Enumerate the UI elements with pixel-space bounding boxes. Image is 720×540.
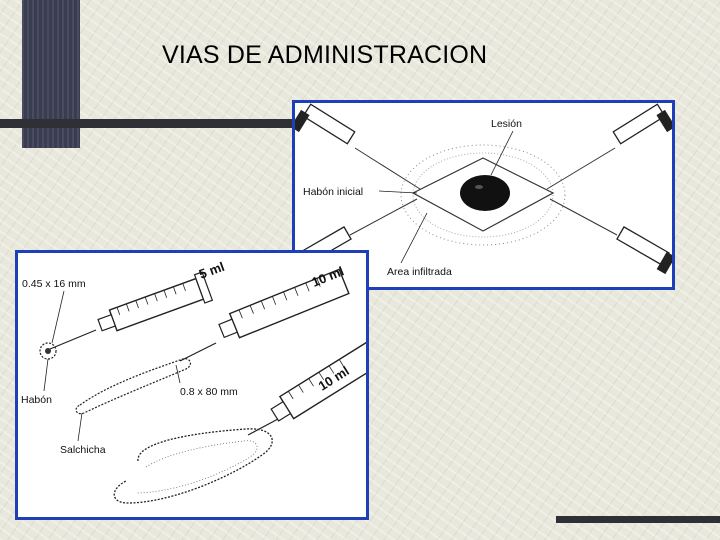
- label-area-infiltrada: Area infiltrada: [387, 266, 452, 278]
- label-habon-inicial: Habón inicial: [303, 186, 363, 198]
- label-needle-small: 0.45 x 16 mm: [22, 278, 86, 290]
- sausage-illustration: 5 ml 10 ml: [21, 259, 366, 504]
- label-lesion: Lesión: [491, 118, 522, 130]
- decorative-bar-top: [0, 119, 300, 128]
- figure-infiltration: Lesión Habón inicial Area infiltrada: [292, 100, 675, 290]
- label-5ml: 5 ml: [197, 259, 227, 282]
- lesion-mark: [460, 175, 510, 211]
- figure-sausage-technique: 5 ml 10 ml: [15, 250, 369, 520]
- slide-title: VIAS DE ADMINISTRACION: [162, 41, 488, 69]
- syringe-10ml-upper: [179, 268, 350, 362]
- label-salchicha: Salchicha: [60, 444, 106, 456]
- sausage-small: [75, 358, 192, 415]
- syringe-bottom-right: [549, 198, 672, 275]
- syringe-top-right: [546, 103, 672, 190]
- sausage-large: [113, 428, 273, 504]
- label-habon: Habón: [21, 394, 52, 406]
- syringe-10ml-lower: [247, 340, 366, 436]
- label-needle-large: 0.8 x 80 mm: [180, 386, 238, 398]
- infiltration-illustration: Lesión Habón inicial Area infiltrada: [295, 103, 672, 278]
- decorative-bar-bottom: [556, 516, 720, 523]
- wheal-diamond: [411, 157, 555, 232]
- infiltrated-area-inner: [412, 152, 554, 238]
- syringe-top-left: [295, 103, 421, 190]
- syringe-5ml: [49, 271, 214, 350]
- infiltrated-area-halo: [400, 144, 566, 246]
